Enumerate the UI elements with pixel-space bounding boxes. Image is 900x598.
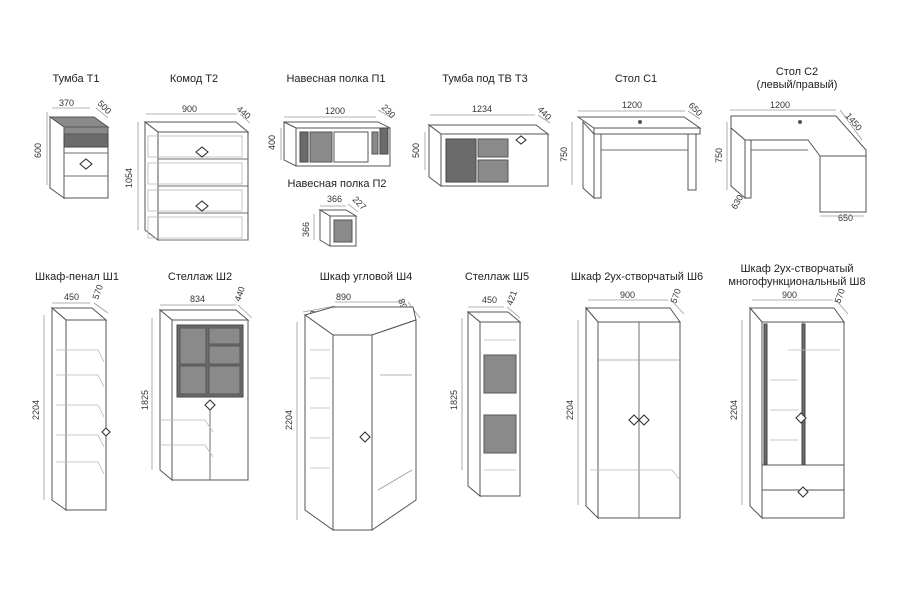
title-t1: Тумба Т1 [52, 73, 100, 85]
drawing-c2: 1200 1450 750 630 650 [714, 100, 867, 223]
dim-c1-d: 650 [687, 100, 705, 118]
title-t2: Комод Т2 [169, 73, 219, 85]
dim-p1-h: 400 [267, 135, 277, 150]
dim-p2-d: 227 [351, 194, 369, 212]
dim-sh8-h: 2204 [729, 400, 739, 420]
drawing-sh1: 450 570 2204 [31, 283, 111, 511]
dim-sh2-h: 1825 [140, 390, 150, 410]
drawing-sh5: 450 421 1825 [449, 289, 522, 498]
dim-sh6-h: 2204 [565, 400, 575, 420]
dim-c1-h: 750 [559, 147, 569, 162]
dim-sh2-w: 834 [190, 294, 205, 304]
drawing-t3: 1234 440 500 [411, 104, 554, 187]
dim-sh4-h: 2204 [284, 410, 294, 430]
dim-sh5-d: 421 [504, 289, 519, 307]
dim-sh6-d: 570 [668, 287, 683, 305]
dim-sh1-d: 570 [90, 283, 105, 301]
title-sh1: Шкаф-пенал Ш1 [35, 271, 119, 283]
title-c2-line2: (левый/правый) [756, 79, 838, 91]
title-c1: Стол С1 [614, 73, 658, 85]
dim-sh6-w: 900 [620, 290, 635, 300]
dim-sh5-w: 450 [482, 295, 497, 305]
dim-t1-d: 500 [96, 98, 114, 116]
dim-t2-d: 440 [235, 104, 253, 121]
dim-p1-w: 1200 [325, 106, 345, 116]
drawing-c1: 1200 650 750 [559, 100, 705, 200]
dim-sh8-w: 900 [782, 290, 797, 300]
dim-t2-w: 900 [182, 104, 197, 114]
dim-c2-h: 750 [714, 148, 724, 163]
dim-c2-w: 1200 [770, 100, 790, 110]
dim-sh2-d: 440 [232, 285, 247, 303]
title-t3: Тумба под ТВ Т3 [442, 73, 528, 85]
dim-p2-w: 366 [327, 194, 342, 204]
dim-sh4-w: 890 [336, 292, 351, 302]
title-sh2: Стеллаж Ш2 [167, 271, 233, 283]
dim-p1-d: 230 [380, 102, 398, 120]
dim-sh1-w: 450 [64, 292, 79, 302]
title-p2: Навесная полка П2 [287, 178, 387, 190]
dim-t3-w: 1234 [472, 104, 492, 114]
dim-p2-h: 366 [301, 222, 311, 237]
dim-sh1-h: 2204 [31, 400, 41, 420]
drawing-sh2: 834 440 1825 [140, 285, 253, 482]
drawing-p1: 1200 230 400 [267, 102, 398, 167]
dim-c1-w: 1200 [622, 100, 642, 110]
drawing-sh8: 900 570 2204 [729, 287, 849, 520]
title-sh8-line2: многофункциональный Ш8 [728, 276, 866, 288]
title-c2-line1: Стол С2 [775, 66, 819, 78]
dim-t3-d: 440 [536, 104, 554, 122]
dim-sh8-d: 570 [832, 287, 847, 305]
drawing-sh6: 900 570 2204 [565, 287, 685, 520]
dim-t3-h: 500 [411, 143, 421, 158]
dim-t1-w: 370 [59, 98, 74, 108]
title-sh6: Шкаф 2ух-створчатый Ш6 [570, 271, 704, 283]
dim-t1-h: 600 [33, 143, 43, 158]
drawing-sh4: 890 570 890 2204 [284, 292, 421, 531]
dim-c2-d3: 650 [838, 213, 853, 223]
title-sh8-line1: Шкаф 2ух-створчатый [740, 263, 854, 275]
dim-t2-h: 1054 [124, 168, 134, 188]
title-sh4: Шкаф угловой Ш4 [319, 271, 413, 283]
drawing-t2: 900 440 1054 [124, 104, 253, 242]
dim-sh5-h: 1825 [449, 390, 459, 410]
drawing-p2: 366 227 366 [301, 194, 369, 247]
drawing-t1: 370 500 600 [33, 98, 114, 199]
title-sh5: Стеллаж Ш5 [464, 271, 530, 283]
title-p1: Навесная полка П1 [286, 73, 386, 85]
